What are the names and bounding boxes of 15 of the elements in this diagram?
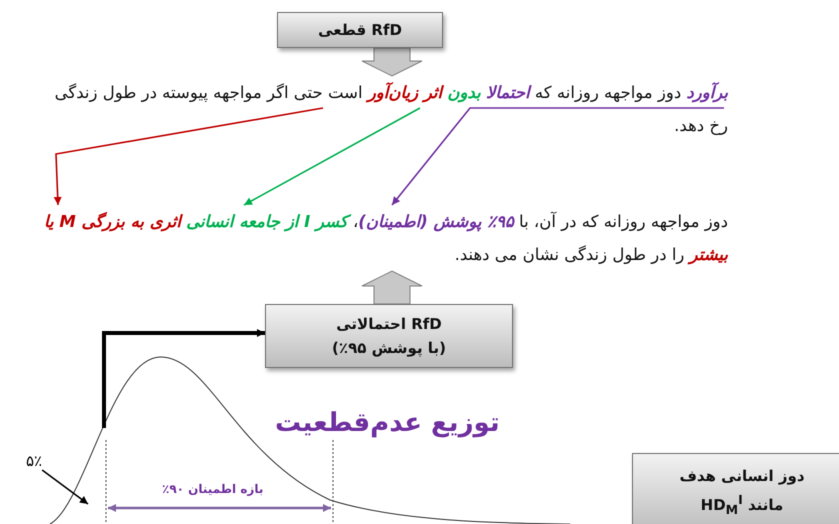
interval-label: بازه اطمینان ۹۰٪ bbox=[162, 482, 264, 496]
arrow bbox=[244, 107, 420, 206]
result-box: RfD احتمالاتی (با پوشش ۹۵٪) bbox=[265, 304, 513, 368]
leader-line bbox=[42, 469, 88, 505]
block-arrow bbox=[362, 270, 422, 304]
block-arrow bbox=[362, 48, 422, 77]
definition-paragraph: دوز مواجهه روزانه که در آن، با ۹۵٪ پوشش (اطمینان)، کسر I از جامعه انسانی اثری به بزرگی M یا بیشتر را در طول زندگی نشان می دهند. bbox=[30, 205, 728, 271]
curve-title: توزیع عدم‌قطعیت bbox=[275, 408, 500, 438]
decision-box: RfD قطعی bbox=[277, 12, 443, 48]
arrow bbox=[391, 107, 724, 206]
arrow bbox=[102, 329, 265, 428]
arrow bbox=[54, 107, 324, 206]
distribution-curve bbox=[50, 356, 570, 524]
definition-paragraph: برآورد دوز مواجهه روزانه که احتمالا بدون اثر زیان‌آور است حتی اگر مواجهه پیوسته در طول زندگی رخ دهد. bbox=[40, 76, 728, 142]
percentile-label: ۵٪ bbox=[26, 452, 42, 470]
